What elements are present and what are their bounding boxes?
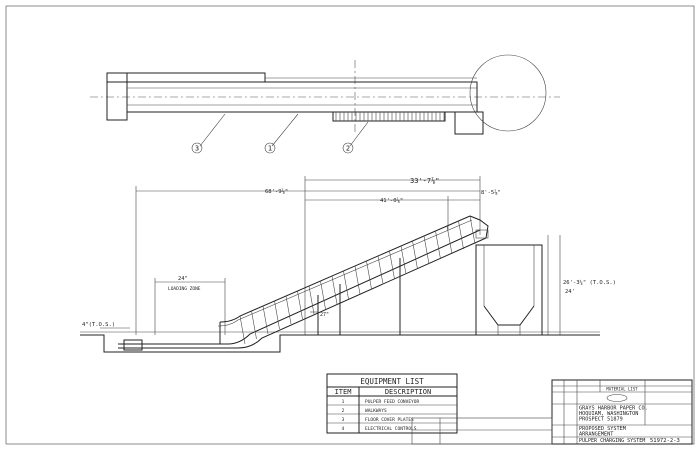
tos-left: 4"(T.O.S.) [82,322,115,328]
company-line-2: HOQUIAM, WASHINGTON [579,411,638,417]
plan-upper-rail [106,72,266,83]
row-1-item: 1 [342,399,345,405]
title-line-3: PULPER CHARGING SYSTEM [579,438,645,444]
callout-3-label: 3 [195,145,199,153]
company-logo [606,394,628,402]
tail-pulley [123,339,143,351]
pulper-circle [469,54,547,132]
equipment-list-table: EQUIPMENT LIST ITEM DESCRIPTION 1 PULPER… [326,373,458,434]
dim-27: 27" [320,312,329,318]
callout-2 [342,142,354,154]
title-line-1: PROPOSED SYSTEM [579,426,626,432]
dim-overall-1: 68'-9⅞" [265,188,288,195]
col-item-header: ITEM [335,388,352,396]
dim-height-1: 26'-3¼" (T.O.S.) [563,280,616,286]
company-line-1: GRAYS HARBOR PAPER CO. [579,406,648,412]
elevation-view: 68'-9⅞" 33'-7⅞" 41'-0⅞" 8'-5⅞" 26'-3¼" (… [80,176,616,353]
revision-block [411,417,553,445]
row-2-item: 2 [342,408,345,414]
plan-view: 3 1 2 [90,54,560,154]
title-line-2: ARRANGEMENT [579,432,613,438]
row-1-desc: PULPER FEED CONVEYOR [365,399,419,405]
row-4-desc: ELECTRICAL CONTROLS [365,426,417,432]
callout-1-label: 1 [268,145,272,153]
head-section [469,215,489,239]
sheet-border [5,5,695,445]
callout-2-label: 2 [346,145,350,153]
title-block: MATERIAL LIST GRAYS HARBOR PAPER CO. HOQ… [551,379,693,445]
callout-3 [191,142,203,154]
loading-zone-label: LOADING ZONE [168,286,201,292]
floor-cover-plates-plan [332,111,446,122]
row-4-item: 4 [342,426,345,432]
company-line-3: PROSPECT 51879 [579,417,623,423]
callout-1 [264,142,276,154]
floor-pit [100,334,320,353]
row-3-desc: FLOOR COVER PLATES [365,417,414,423]
drawing-number: 51972-2-3 [650,438,680,444]
dim-3: 41'-0⅞" [380,197,403,204]
equipment-list-title: EQUIPMENT LIST [360,377,424,386]
pulper-hopper [483,305,535,326]
row-3-item: 3 [342,417,345,423]
material-list-label: MATERIAL LIST [606,387,638,392]
pulper-tank [475,244,543,336]
plate-hatching [335,112,445,121]
row-2-desc: WALKWAYS [365,408,387,414]
dim-overall-2: 33'-7⅞" [410,177,440,185]
dim-height-2: 24' [565,289,575,295]
plan-tail-end [106,72,128,121]
walkway-stanchions [239,215,476,345]
dim-24: 24" [178,276,188,282]
col-desc-header: DESCRIPTION [385,388,431,396]
conveyor-incline-upper [219,215,471,323]
dim-4: 8'-5⅞" [481,189,501,196]
plan-head-box [454,111,484,135]
conveyor-incline-lower [227,229,481,345]
